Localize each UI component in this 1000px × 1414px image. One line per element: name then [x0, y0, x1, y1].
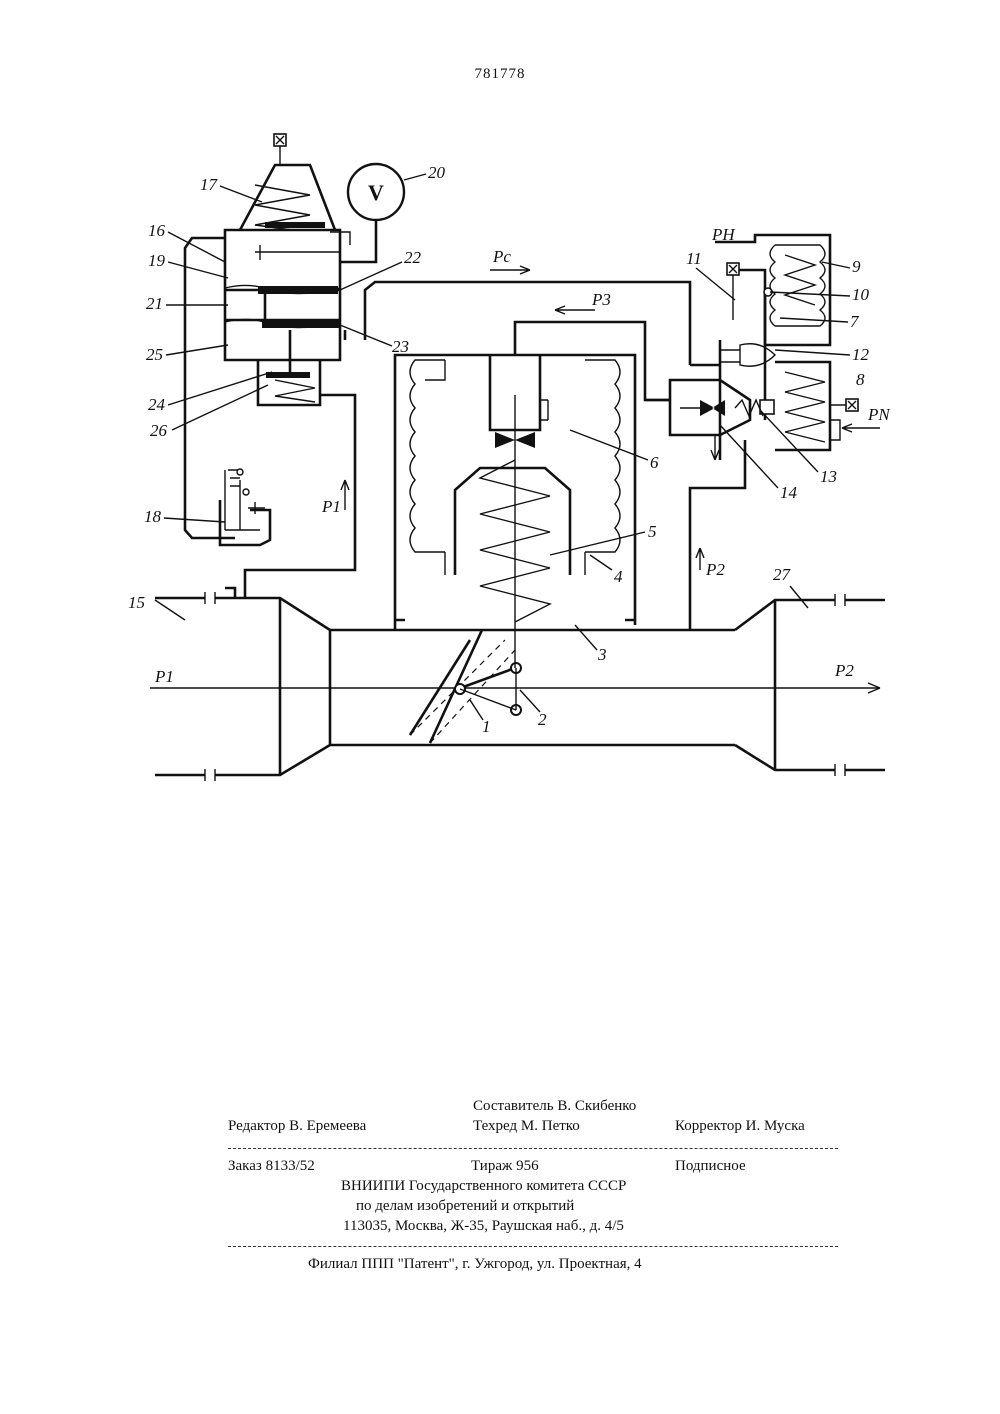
label-23: 23	[392, 337, 409, 356]
label-19: 19	[148, 251, 166, 270]
label-10: 10	[852, 285, 870, 304]
pressure-p2-line: P2	[705, 560, 725, 579]
throttle-valve	[410, 630, 521, 743]
imprint-order: Заказ 8133/52	[228, 1158, 315, 1175]
label-3: 3	[597, 645, 607, 664]
label-24: 24	[148, 395, 166, 414]
label-4: 4	[614, 567, 623, 586]
label-18: 18	[144, 507, 162, 526]
label-12: 12	[852, 345, 870, 364]
label-22: 22	[404, 248, 422, 267]
imprint-address: 113035, Москва, Ж-35, Раушская наб., д. …	[343, 1218, 624, 1235]
label-1: 1	[482, 717, 491, 736]
label-5: 5	[648, 522, 657, 541]
label-14: 14	[780, 483, 798, 502]
label-17: 17	[200, 175, 219, 194]
imprint-block: Составитель В. Скибенко Редактор В. Ерем…	[228, 1098, 848, 1298]
imprint-corrector: Корректор И. Муска	[675, 1118, 805, 1135]
label-7: 7	[850, 312, 860, 331]
label-2: 2	[538, 710, 547, 729]
right-regulator-unit	[645, 235, 880, 460]
gauge-symbol: V	[368, 180, 384, 205]
label-16: 16	[148, 221, 166, 240]
imprint-branch: Филиал ППП "Патент", г. Ужгород, ул. Про…	[308, 1256, 642, 1273]
imprint-org-line2: по делам изобретений и открытий	[356, 1198, 574, 1215]
label-11: 11	[686, 249, 702, 268]
label-26: 26	[150, 421, 168, 440]
left-control-unit	[155, 134, 404, 620]
pressure-pn-right: PN	[867, 405, 891, 424]
imprint-composer: Составитель В. Скибенко	[473, 1098, 636, 1115]
label-6: 6	[650, 453, 659, 472]
pressure-pc: Pc	[492, 247, 511, 266]
imprint-rule-top	[228, 1148, 838, 1149]
label-15: 15	[128, 593, 145, 612]
label-25: 25	[146, 345, 163, 364]
label-8: 8	[856, 370, 865, 389]
pressure-p1-inlet: P1	[154, 667, 174, 686]
central-actuator	[395, 355, 635, 630]
pressure-p1-line: P1	[321, 497, 341, 516]
label-9: 9	[852, 257, 861, 276]
imprint-rule-bottom	[228, 1246, 838, 1247]
imprint-techred: Техред М. Петко	[473, 1118, 580, 1135]
label-20: 20	[428, 163, 446, 182]
label-13: 13	[820, 467, 837, 486]
imprint-editor: Редактор В. Еремеева	[228, 1118, 366, 1135]
label-21: 21	[146, 294, 163, 313]
imprint-org-line1: ВНИИПИ Государственного комитета СССР	[341, 1178, 626, 1195]
pressure-pn-top: PH	[711, 225, 736, 244]
imprint-circulation: Тираж 956	[471, 1158, 539, 1175]
imprint-subscription: Подписное	[675, 1158, 746, 1175]
pressure-p2-outlet: P2	[834, 661, 854, 680]
pressure-p3: P3	[591, 290, 611, 309]
label-27: 27	[773, 565, 792, 584]
